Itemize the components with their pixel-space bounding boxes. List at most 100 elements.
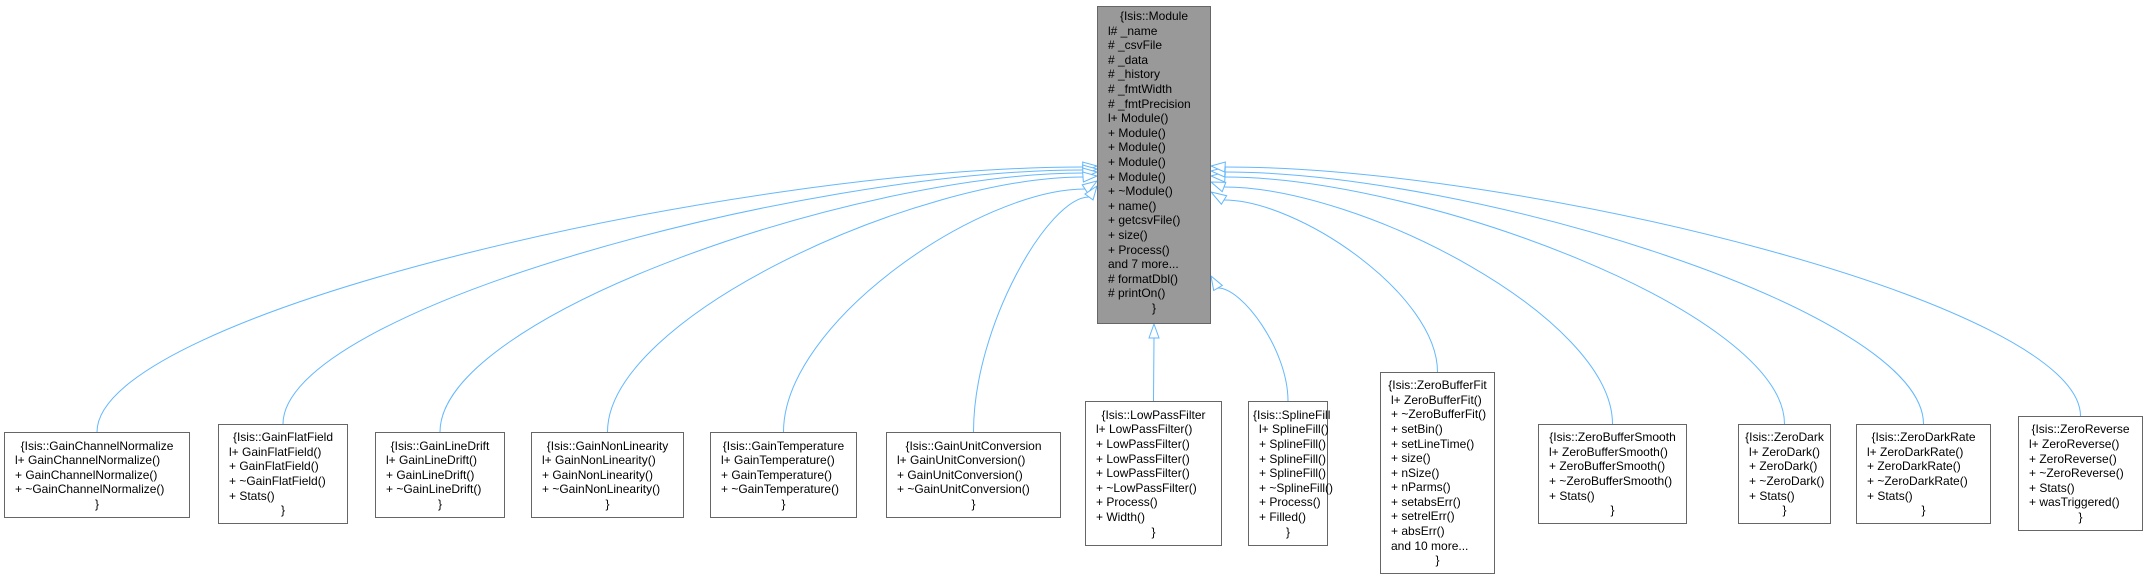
class-close-brace: } [437, 496, 442, 511]
method: + GainLineDrift() [386, 467, 475, 482]
method: + wasTriggered() [2029, 495, 2120, 510]
inheritance-edge [1217, 287, 1289, 402]
inheritance-edge [282, 169, 1084, 425]
method: + setLineTime() [1391, 436, 1475, 451]
method: + ~GainUnitConversion() [897, 482, 1030, 497]
method: + size() [1391, 451, 1431, 466]
method: + ~GainTemperature() [721, 482, 840, 497]
method: + GainTemperature() [721, 467, 833, 482]
method: + Stats() [2029, 480, 2075, 495]
inheritance-edge [973, 196, 1090, 433]
method: + ~GainFlatField() [229, 474, 326, 488]
method: + size() [1108, 227, 1148, 242]
method: + Process() [1096, 495, 1158, 510]
class-title: {Isis::GainChannelNormalize [20, 438, 174, 453]
class-close-brace: } [1921, 503, 1926, 518]
inheritance-arrowhead-icon [1209, 161, 1226, 173]
method: + Stats() [1749, 488, 1795, 503]
method: + setBin() [1391, 421, 1443, 436]
method: + Module() [1108, 125, 1166, 140]
method: + setrelErr() [1391, 509, 1455, 524]
method: + LowPassFilter() [1096, 437, 1190, 452]
inheritance-edge [1223, 186, 1613, 425]
method: + ZeroReverse() [2029, 451, 2117, 466]
method: l+ GainLineDrift() [386, 453, 478, 468]
inheritance-arrowhead-icon [1148, 322, 1160, 339]
attribute: # _data [1108, 52, 1149, 67]
method: + ~LowPassFilter() [1096, 480, 1197, 495]
class-close-brace: } [1285, 524, 1290, 539]
method: + ZeroDark() [1749, 459, 1818, 474]
inheritance-edge [439, 172, 1084, 433]
method: l+ ZeroBufferSmooth() [1549, 444, 1668, 459]
method: + ~SplineFill() [1259, 480, 1334, 495]
attribute: # _fmtPrecision [1108, 96, 1191, 111]
method: + nSize() [1391, 465, 1440, 480]
class-title: {Isis::ZeroDark [1745, 430, 1824, 445]
class-title: {Isis::LowPassFilter [1101, 407, 1206, 422]
method: + SplineFill() [1259, 451, 1327, 466]
method: l+ GainChannelNormalize() [15, 453, 161, 468]
class-title: {Isis::ZeroDarkRate [1871, 430, 1976, 445]
method: + Process() [1108, 242, 1170, 257]
class-title: {Isis::GainTemperature [722, 438, 845, 453]
inheritance-edge [1224, 176, 1785, 425]
method: + ~GainLineDrift() [386, 482, 482, 497]
method: l+ ZeroBufferFit() [1391, 392, 1482, 407]
method: + Module() [1108, 140, 1166, 155]
inheritance-edge [1153, 337, 1155, 402]
method: l+ SplineFill() [1259, 422, 1329, 437]
method: l+ ZeroDarkRate() [1867, 444, 1964, 459]
inheritance-arrowhead-icon [1084, 184, 1098, 201]
method: + ~GainNonLinearity() [542, 482, 661, 497]
inheritance-edge [783, 188, 1086, 433]
method: + Width() [1096, 509, 1146, 524]
method: + Stats() [1549, 488, 1595, 503]
attribute: # _fmtWidth [1108, 81, 1173, 96]
class-close-brace: } [605, 496, 610, 511]
class-title: {Isis::GainFlatField [232, 430, 334, 445]
method: + ~GainChannelNormalize() [15, 482, 165, 497]
base-class-node-module[interactable]: {Isis::Module l# _name # _csvFile # _dat… [1097, 6, 1211, 324]
class-close-brace: } [1435, 553, 1440, 568]
inheritance-edge [607, 176, 1084, 433]
method: + ~Module() [1108, 184, 1173, 199]
method: + ZeroDarkRate() [1867, 459, 1961, 474]
method: + GainUnitConversion() [897, 467, 1023, 482]
more-methods-link[interactable]: and 7 more... [1108, 257, 1179, 272]
inheritance-edge [1224, 171, 1924, 425]
method: + name() [1108, 198, 1157, 213]
method: l+ LowPassFilter() [1096, 422, 1193, 437]
inheritance-edge [96, 166, 1084, 433]
class-title: {Isis::SplineFill [1253, 407, 1331, 422]
class-title: {Isis::ZeroReverse [2031, 422, 2130, 437]
method: + SplineFill() [1259, 437, 1327, 452]
method: + ~ZeroDarkRate() [1867, 474, 1968, 488]
more-methods-link[interactable]: and 10 more... [1391, 538, 1469, 553]
method: + absErr() [1391, 524, 1445, 539]
method: + SplineFill() [1259, 466, 1327, 481]
method: + GainFlatField() [229, 459, 319, 474]
class-close-brace: } [2078, 509, 2083, 524]
method: + GainChannelNormalize() [15, 467, 158, 482]
inheritance-arrowhead-icon [1081, 180, 1099, 195]
attribute: # _csvFile [1108, 38, 1163, 53]
class-title: {Isis::ZeroBufferSmooth [1549, 430, 1676, 445]
inheritance-arrowhead-icon [1209, 181, 1227, 193]
method: + GainNonLinearity() [542, 467, 654, 482]
